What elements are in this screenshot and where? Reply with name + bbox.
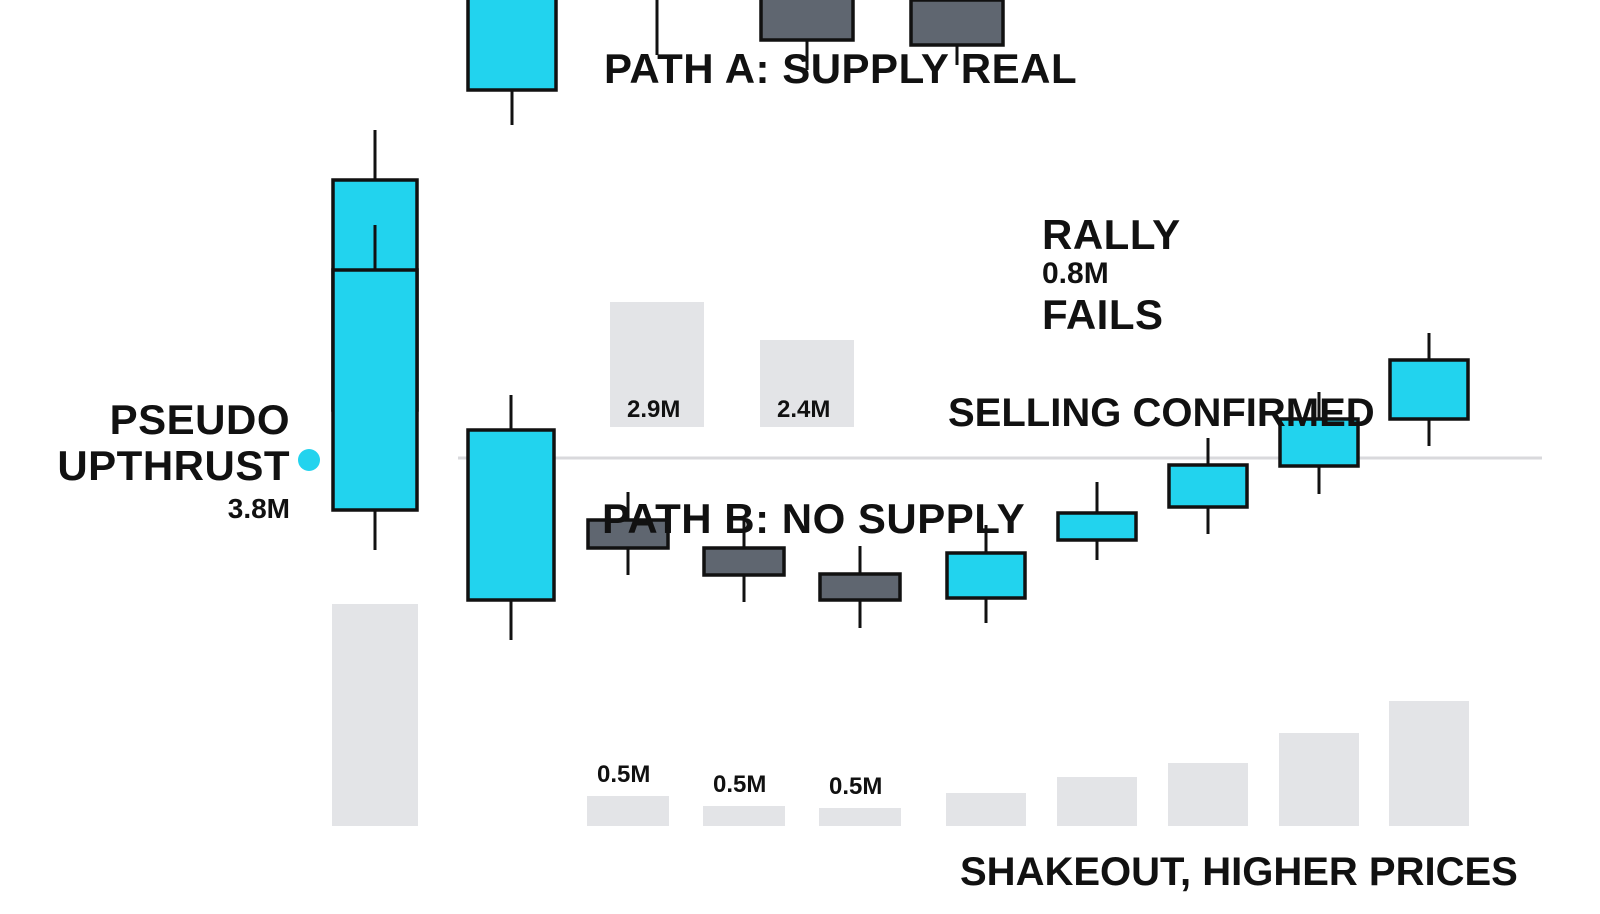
volume-bar-1-4 — [946, 793, 1026, 826]
volume-label-a-2-4m: 2.4M — [777, 396, 831, 423]
candle-body-1-0 — [466, 428, 556, 602]
candle-body-0-3 — [759, 0, 855, 42]
volume-label-b-0-5m-3: 0.5M — [829, 773, 883, 800]
volume-bar-1-8 — [1389, 701, 1469, 826]
candle-body-2-0 — [331, 268, 419, 512]
pseudo-label-line2: UPTHRUST — [57, 442, 290, 489]
pseudo-marker-dot — [298, 449, 320, 471]
path-a-title: PATH A: SUPPLY REAL — [604, 45, 1078, 92]
candle-body-1-6 — [1167, 463, 1249, 509]
rally-label: RALLY — [1042, 211, 1181, 258]
volume-bar-1-7 — [1279, 733, 1359, 826]
volume-bar-1-5 — [1057, 777, 1137, 826]
candle-body-1-7 — [1278, 417, 1360, 468]
candle-body-1-1 — [586, 518, 670, 550]
candle-body-0-4 — [909, 0, 1005, 47]
volume-label-b-0-5m-1: 0.5M — [597, 761, 651, 788]
candle-body-1-8 — [1388, 358, 1470, 421]
selling-confirmed-label: SELLING CONFIRMED — [948, 391, 1375, 435]
path-b-title: PATH B: NO SUPPLY — [602, 495, 1026, 542]
pseudo-label-line1: PSEUDO — [109, 396, 290, 443]
volume-bar-1-1 — [587, 796, 669, 826]
candle-body-1-5 — [1056, 511, 1138, 542]
volume-label-b-0-5m-2: 0.5M — [713, 771, 767, 798]
pseudo-volume-label: 3.8M — [227, 493, 290, 524]
fails-label: FAILS — [1042, 291, 1164, 338]
volume-bar-1-6 — [1168, 763, 1248, 826]
shakeout-label: SHAKEOUT, HIGHER PRICES — [960, 850, 1518, 894]
rally-volume-label: 0.8M — [1042, 257, 1109, 290]
volume-bar-2-0 — [332, 604, 418, 826]
volume-bar-1-3 — [819, 808, 901, 826]
candle-body-0-1 — [466, 0, 558, 92]
candle-body-1-2 — [702, 546, 786, 577]
candle-body-1-4 — [945, 551, 1027, 600]
volume-label-a-2-9m: 2.9M — [627, 396, 681, 423]
volume-bar-0-3 — [760, 340, 854, 427]
volume-bar-0-2 — [610, 302, 704, 427]
candle-body-1-3 — [818, 572, 902, 602]
volume-bar-1-2 — [703, 806, 785, 826]
